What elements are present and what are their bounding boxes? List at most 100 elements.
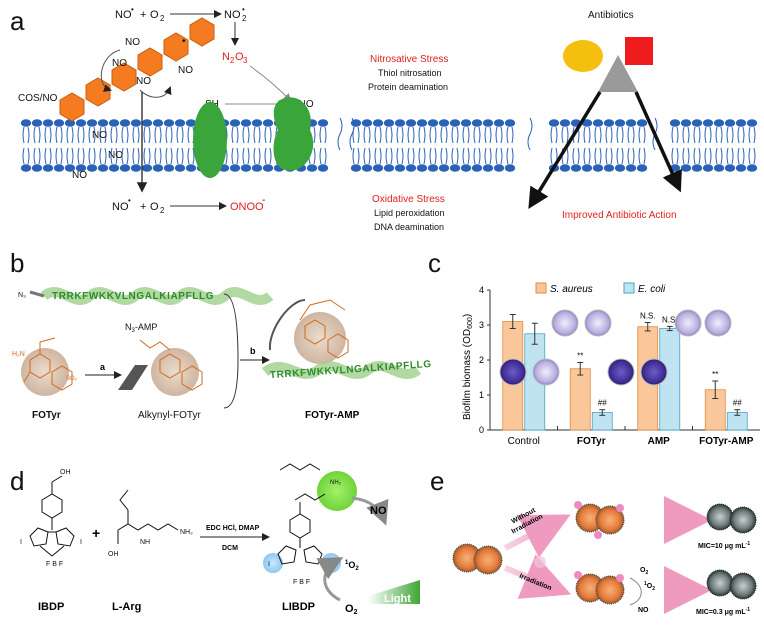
lipid-tail <box>121 126 129 144</box>
lipid-tail <box>527 117 533 151</box>
lipid-tail <box>319 126 327 144</box>
oh-arg: OH <box>108 551 119 558</box>
so2-label: SO₂ <box>66 376 78 382</box>
lipid-tail <box>55 147 63 165</box>
lipid-head <box>559 164 571 172</box>
lipid-tail <box>110 147 118 165</box>
libdp-particle <box>574 501 582 509</box>
antibiotic-triangle-icon <box>598 55 638 92</box>
lipid-tail <box>495 147 503 165</box>
bacteria-cell <box>595 575 625 605</box>
legend-s-aureus: S. aureus <box>550 284 593 295</box>
lipid-head <box>559 119 571 127</box>
libdp-particle <box>594 531 602 539</box>
libdp-particle <box>574 571 582 579</box>
dead-bacteria-cell <box>706 503 734 531</box>
lipid-tail <box>616 147 624 165</box>
lipid-head <box>570 164 582 172</box>
lipid-tail <box>671 147 679 165</box>
lipid-head <box>240 119 252 127</box>
lipid-head <box>416 164 428 172</box>
n2o3-label: N <box>222 51 230 63</box>
lipid-tail <box>429 126 437 144</box>
no-top-label: NO <box>115 9 132 21</box>
no-membrane-3: NO <box>72 170 87 181</box>
lipid-tail <box>385 126 393 144</box>
lipid-head <box>229 119 241 127</box>
nh2-arg: NH₂ <box>180 529 193 536</box>
lipid-tail <box>418 147 426 165</box>
lipid-tail <box>682 147 690 165</box>
lipid-head <box>108 119 120 127</box>
lipid-head <box>372 119 384 127</box>
bf2-libdp: F B F <box>293 579 310 586</box>
mic-label-1: MIC=10 μg mL-1 <box>698 541 750 550</box>
no2-sub: 2 <box>242 14 247 23</box>
lipid-tail <box>594 126 602 144</box>
libdp-particle <box>616 504 624 512</box>
lipid-tail <box>349 117 355 151</box>
lipid-tail <box>484 126 492 144</box>
lipid-tail <box>506 126 514 144</box>
panel-d-label: d <box>10 466 24 496</box>
lipid-head <box>746 119 758 127</box>
no-bottom: NO <box>112 201 129 213</box>
lipid-head <box>97 119 109 127</box>
lipid-head <box>724 164 736 172</box>
lipid-tail <box>165 147 173 165</box>
lipid-tail <box>550 126 558 144</box>
libdp-structure <box>277 463 326 565</box>
lipid-tail <box>264 147 272 165</box>
libdp-particle <box>534 556 546 568</box>
lipid-head <box>427 119 439 127</box>
lipid-tail <box>440 147 448 165</box>
no-membrane-1: NO <box>92 130 107 141</box>
lipid-tail <box>33 147 41 165</box>
oxidative-line1: Lipid peroxidation <box>374 208 445 218</box>
lipid-tail <box>242 147 250 165</box>
lipid-head <box>174 164 186 172</box>
lipid-tail <box>132 126 140 144</box>
biofilm-well-image <box>640 358 668 386</box>
lipid-head <box>691 119 703 127</box>
bf2-label: F B F <box>46 561 63 568</box>
libdp-label: LIBDP <box>282 601 315 613</box>
lipid-head <box>636 164 648 172</box>
lipid-tail <box>693 126 701 144</box>
o2-label-d: O2 <box>345 603 358 616</box>
lipid-head <box>702 119 714 127</box>
lipid-head <box>42 119 54 127</box>
singlet-o2-e: 1O2 <box>644 581 655 592</box>
significance-label: ** <box>712 370 718 379</box>
lipid-head <box>449 119 461 127</box>
lipid-head <box>713 119 725 127</box>
bacteria-cell <box>473 545 503 575</box>
lipid-head <box>735 164 747 172</box>
lipid-bilayer <box>20 117 758 172</box>
lipid-tail <box>66 126 74 144</box>
lipid-head <box>317 119 329 127</box>
lipid-tail <box>99 126 107 144</box>
lipid-tail <box>748 126 756 144</box>
lipid-head <box>581 164 593 172</box>
lipid-head <box>31 119 43 127</box>
lipid-tail <box>704 147 712 165</box>
h2n-label: H₂N <box>12 351 25 358</box>
lipid-tail <box>374 147 382 165</box>
panel-b: b TRRKFWKKVLNGALKIAPFLLG N₃ N3-AMP H₂N S… <box>10 248 432 421</box>
fotyr-structure <box>23 337 73 391</box>
y-tick-label: 4 <box>479 285 484 295</box>
iodine-highlight-right <box>321 553 341 573</box>
lipid-tail <box>737 126 745 144</box>
lipid-head <box>405 164 417 172</box>
lipid-head <box>548 119 560 127</box>
lipid-tail <box>396 126 404 144</box>
lipid-head <box>31 164 43 172</box>
lipid-tail <box>451 126 459 144</box>
alkynyl-fotyr-sphere <box>151 348 199 396</box>
lipid-tail <box>638 147 646 165</box>
curved-arrow <box>139 86 172 98</box>
lipid-tail <box>594 147 602 165</box>
lipid-tail <box>337 117 343 151</box>
